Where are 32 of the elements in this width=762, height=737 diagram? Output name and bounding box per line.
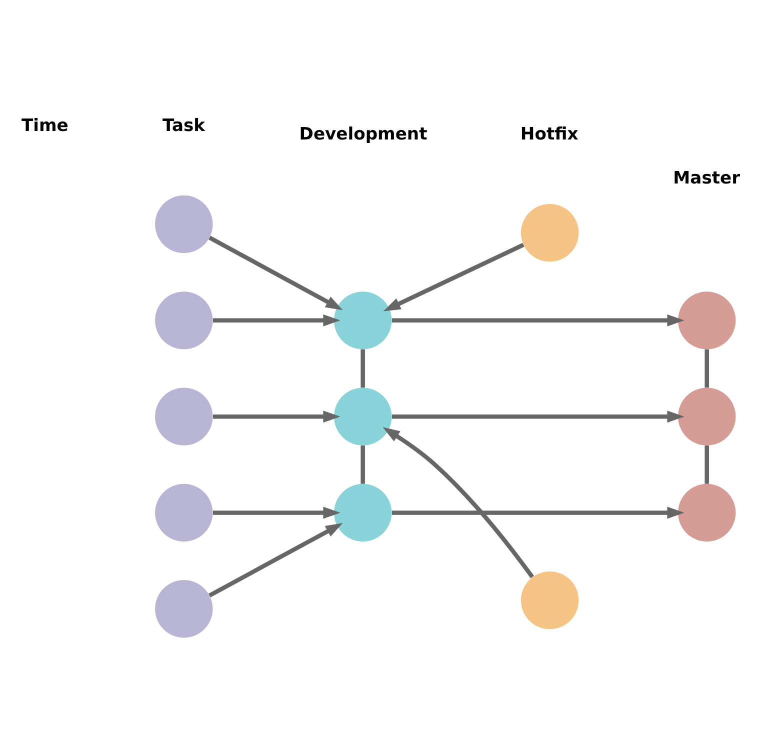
arrow: [382, 427, 534, 578]
label: Hotfix: [520, 124, 578, 145]
arrow: [392, 314, 684, 326]
node-circle: [155, 292, 213, 350]
label: Task: [162, 116, 206, 136]
node-circle: [678, 292, 736, 350]
connector: [360, 349, 365, 388]
connector: [360, 445, 365, 484]
node-circle: [155, 195, 213, 254]
label: Time: [21, 116, 68, 136]
node-circle: [334, 388, 392, 446]
connector: [704, 445, 709, 484]
arrow: [383, 242, 524, 312]
label: Master: [673, 168, 740, 188]
node-circle: [155, 484, 213, 542]
arrow: [212, 506, 340, 519]
node-circle: [520, 204, 579, 262]
arrow: [208, 236, 343, 310]
arrow: [392, 410, 684, 423]
arrow: [392, 506, 684, 519]
node-circle: [155, 580, 213, 638]
connector: [704, 349, 709, 388]
node-circle: [155, 388, 213, 446]
label: Development: [299, 124, 428, 145]
node-circle: [678, 484, 736, 542]
arrow: [208, 523, 343, 598]
node-circle: [334, 292, 392, 350]
node-circle: [678, 388, 736, 446]
node-circle: [334, 484, 392, 542]
arrow: [212, 314, 340, 326]
node-circle: [520, 572, 579, 630]
arrow: [212, 410, 340, 423]
